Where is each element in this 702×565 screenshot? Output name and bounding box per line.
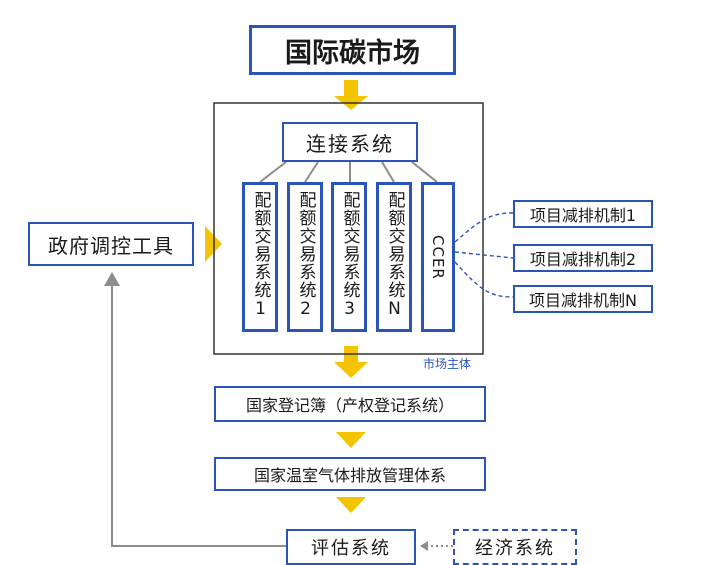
connect-system-label: 连接系统	[306, 131, 394, 156]
quota-system-3: 配额交易系统3	[331, 182, 367, 332]
arrow-down-1	[334, 80, 368, 110]
quota-num-n: N	[384, 299, 405, 320]
ghg-box: 国家温室气体排放管理体系	[214, 457, 486, 491]
connect-system-box: 连接系统	[282, 122, 418, 162]
market-frame	[213, 102, 484, 355]
econ-box: 经济系统	[453, 529, 577, 565]
feedback-line	[111, 282, 286, 547]
registry-label: 国家登记簿（产权登记系统）	[245, 396, 454, 415]
arrow-down-3	[336, 432, 366, 448]
project-label-1: 项目减排机制1	[529, 206, 637, 225]
ghg-label: 国家温室气体排放管理体系	[253, 466, 446, 485]
gov-tools-label: 政府调控工具	[48, 233, 174, 258]
project-label-2: 项目减排机制2	[529, 250, 637, 269]
ccer-box: CCER	[421, 182, 455, 332]
gov-tools-box: 政府调控工具	[28, 222, 194, 266]
page-title: 国际碳市场	[285, 37, 420, 69]
feedback-arrowhead	[104, 272, 120, 286]
registry-box: 国家登记簿（产权登记系统）	[214, 386, 486, 422]
arrow-down-4	[336, 497, 366, 513]
quota-num-1: 1	[250, 299, 271, 320]
project-mechanism-2: 项目减排机制2	[513, 244, 653, 272]
ccer-project-links	[454, 212, 514, 298]
econ-arrowhead	[420, 541, 428, 551]
quota-label-1: 配额交易系统	[250, 191, 271, 299]
quota-label-n: 配额交易系统	[384, 191, 405, 299]
quota-num-3: 3	[339, 299, 360, 320]
arrow-down-2	[334, 346, 368, 378]
eval-box: 评估系统	[286, 529, 416, 565]
quota-system-n: 配额交易系统N	[376, 182, 412, 332]
quota-num-2: 2	[295, 299, 316, 320]
ccer-label: CCER	[429, 234, 447, 280]
quota-system-2: 配额交易系统2	[287, 182, 323, 332]
quota-label-2: 配额交易系统	[295, 191, 316, 299]
quota-system-1: 配额交易系统1	[242, 182, 278, 332]
market-label: 市场主体	[423, 357, 472, 371]
project-label-n: 项目减排机制N	[529, 291, 637, 310]
eval-label: 评估系统	[311, 538, 391, 559]
title-box: 国际碳市场	[249, 25, 456, 75]
connect-lines	[259, 161, 438, 183]
project-mechanism-n: 项目减排机制N	[513, 285, 653, 313]
quota-label-3: 配额交易系统	[339, 191, 360, 299]
project-mechanism-1: 项目减排机制1	[513, 200, 653, 228]
econ-label: 经济系统	[475, 538, 555, 559]
